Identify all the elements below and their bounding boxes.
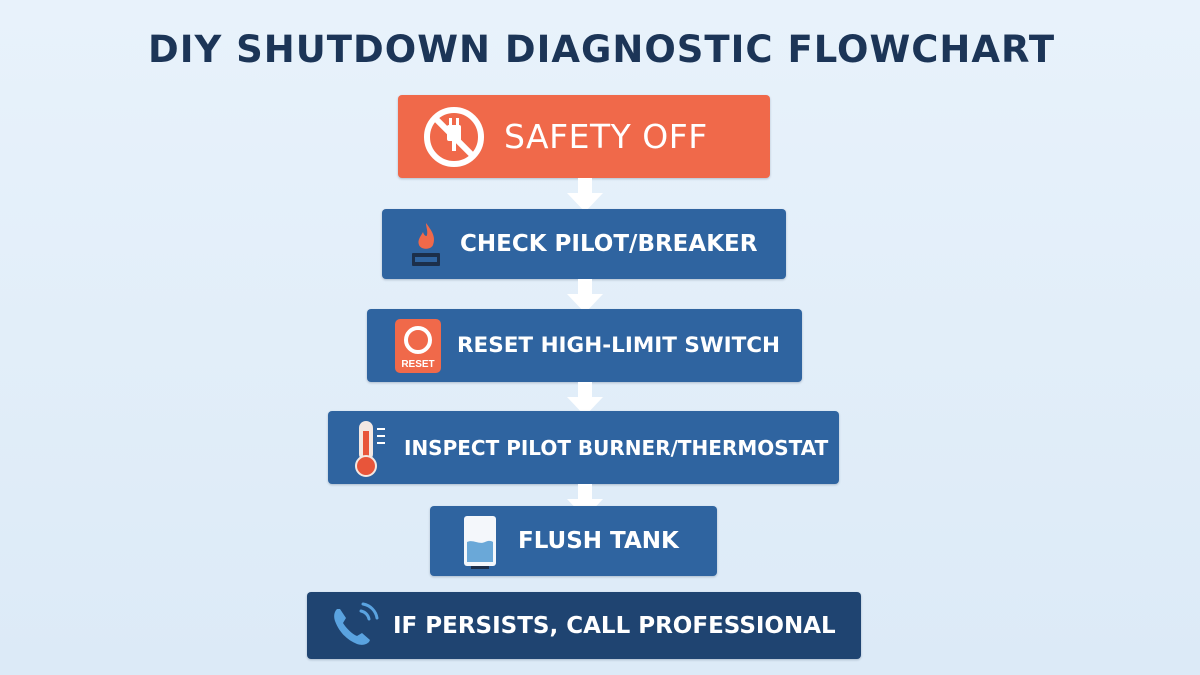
tank-icon (464, 516, 496, 569)
arrow-down-icon (567, 178, 603, 212)
step-reset-high-limit-switch: RESET RESET HIGH-LIMIT SWITCH (367, 309, 802, 382)
no-plug-icon (424, 106, 484, 167)
arrow-down-icon (567, 279, 603, 313)
step-label: SAFETY OFF (504, 117, 708, 156)
step-label: CHECK PILOT/BREAKER (460, 231, 758, 257)
step-safety-off: SAFETY OFF (398, 95, 770, 178)
flame-icon (412, 223, 440, 266)
arrow-down-icon (567, 484, 603, 518)
reset-button-icon: RESET (395, 318, 441, 373)
step-label: INSPECT PILOT BURNER/THERMOSTAT (404, 435, 829, 460)
step-call-professional: IF PERSISTS, CALL PROFESSIONAL (307, 592, 861, 659)
thermometer-icon (355, 420, 385, 477)
step-label: RESET HIGH-LIMIT SWITCH (457, 333, 781, 358)
reset-icon-text: RESET (401, 359, 434, 370)
step-label: IF PERSISTS, CALL PROFESSIONAL (393, 612, 836, 639)
page-title: DIY SHUTDOWN DIAGNOSTIC FLOWCHART (148, 28, 1056, 71)
arrow-down-icon (567, 382, 603, 416)
step-flush-tank: FLUSH TANK (430, 506, 717, 576)
step-inspect-pilot-burner-thermostat: INSPECT PILOT BURNER/THERMOSTAT (328, 411, 839, 484)
step-label: FLUSH TANK (518, 528, 679, 554)
step-check-pilot-breaker: CHECK PILOT/BREAKER (382, 209, 786, 279)
phone-icon (334, 602, 379, 645)
